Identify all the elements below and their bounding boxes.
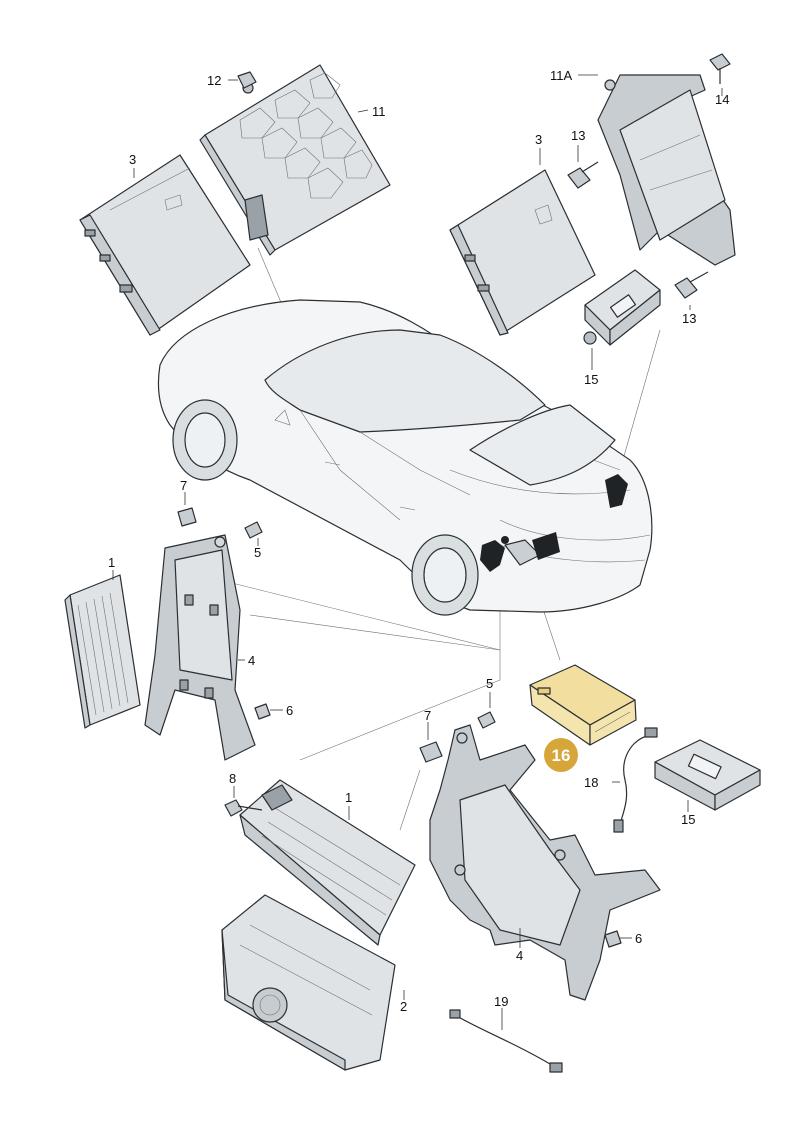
label-leaders [112,74,723,1030]
bolt-14 [709,53,731,84]
label-15-top: 15 [584,372,598,387]
label-15-lower: 15 [681,812,695,827]
part-3-left-module [79,154,251,336]
part-11-honeycomb-module [199,64,391,256]
car-body [157,299,653,616]
label-7-left: 7 [180,478,187,493]
label-1-lower: 1 [345,790,352,805]
part-15-top-module [583,269,661,346]
part-11a-bracket [597,74,736,266]
fasteners-lower [419,711,622,948]
fasteners-left [177,507,271,720]
label-6-lower: 6 [635,931,642,946]
part-16-highlighted-module: 16 [529,664,637,772]
part-4-lower-bracket [429,724,661,1001]
label-6-left: 6 [286,703,293,718]
bolts-13 [567,161,709,299]
bolt-5a [244,521,263,539]
label-5-left: 5 [254,545,261,560]
cable-19 [449,1009,563,1073]
label-11a: 11A [550,68,572,83]
cable-18 [613,727,658,833]
grommet-7b [419,741,443,763]
part-3-right-module [449,169,596,336]
label-16: 16 [552,746,571,765]
part-15-lower-module [654,739,761,811]
label-7-lower: 7 [424,708,431,723]
part-2-lower-unit [221,894,396,1071]
label-8: 8 [229,771,236,786]
label-1-left: 1 [108,555,115,570]
part-1-lower-module [239,779,416,946]
label-13-mid: 13 [682,311,696,326]
label-12: 12 [207,73,221,88]
bolt-8 [224,799,263,817]
car-antenna-marker [480,540,505,572]
grommet-7a [177,507,197,527]
nut-6a [254,703,271,720]
bolt-5b [477,711,496,729]
nut-12 [237,71,257,89]
label-14: 14 [715,92,729,107]
label-18: 18 [584,775,598,790]
label-11: 11 [372,104,386,119]
label-3-right: 3 [535,132,542,147]
nut-6b [604,930,622,948]
car-bracket-marker [605,474,628,508]
labels: 12 11 3 3 11A 14 13 13 15 7 5 1 4 6 5 7 … [108,68,729,1014]
car-module-marker [532,532,560,560]
label-3-left: 3 [129,152,136,167]
part-4-left-bracket [144,534,256,761]
label-4-lower: 4 [516,948,523,963]
label-2: 2 [400,999,407,1014]
label-5-lower: 5 [486,676,493,691]
part-1-left-amplifier [64,574,141,729]
label-19: 19 [494,994,508,1009]
label-4-left: 4 [248,653,255,668]
label-13-top: 13 [571,128,585,143]
